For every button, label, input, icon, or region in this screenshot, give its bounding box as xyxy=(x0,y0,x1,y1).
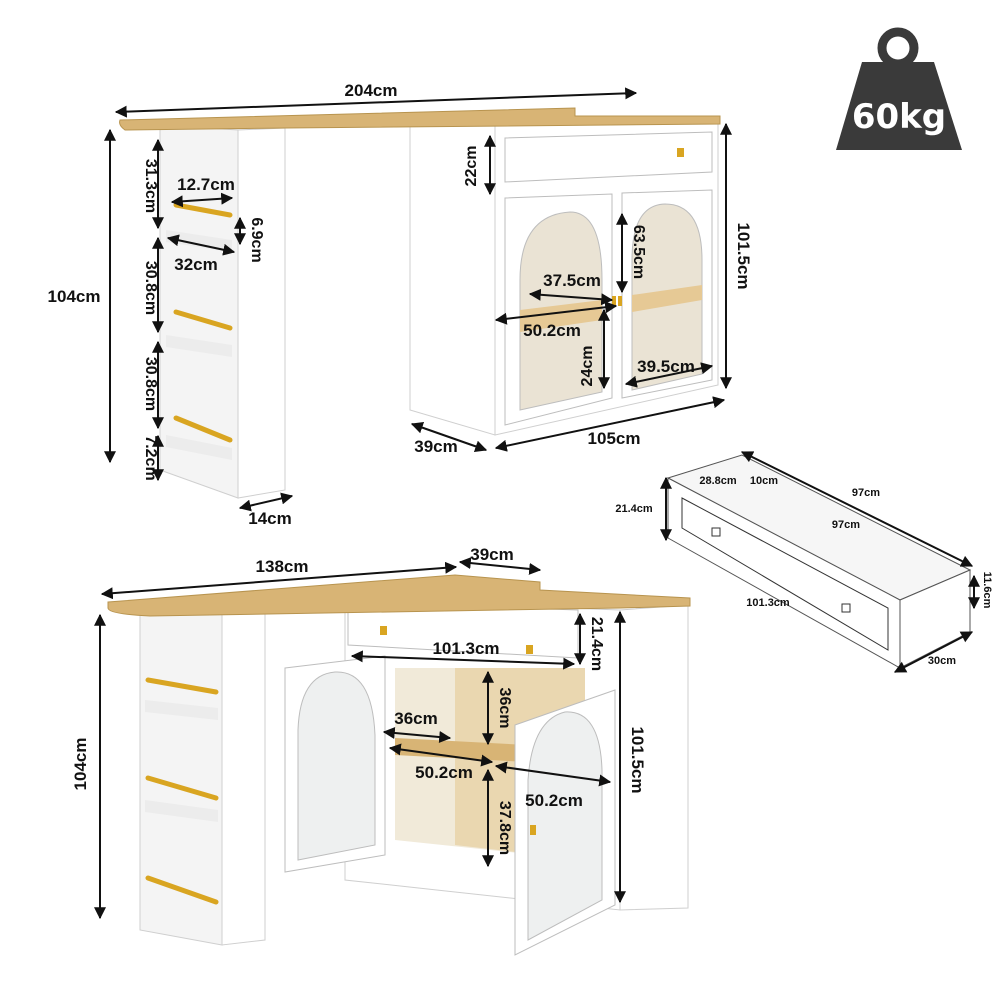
lower-height-label: 24cm xyxy=(579,346,596,387)
cabinet-depth-label: 39cm xyxy=(414,437,457,456)
drawer-front-length-label: 101.3cm xyxy=(746,597,790,609)
top-product-illustration xyxy=(119,107,721,499)
inner-width-label: 50.2cm xyxy=(523,321,581,340)
drawer-inner-depth-label: 28.8cm xyxy=(699,475,737,487)
weight-icon: 60kg xyxy=(836,27,962,150)
bottom-top-depth-label: 39cm xyxy=(470,545,513,564)
drawer-side-height-label: 11.6cm xyxy=(981,572,993,609)
shelf-gap-label: 6.9cm xyxy=(248,217,265,262)
shelf-3-height-label: 30.8cm xyxy=(142,357,159,411)
bottom-drawer-height-label: 21.4cm xyxy=(588,617,605,671)
bottom-cabinet-height-label: 101.5cm xyxy=(628,726,647,793)
weight-label: 60kg xyxy=(852,97,946,137)
top-height-label: 104cm xyxy=(48,287,101,306)
dimension-lines xyxy=(94,87,980,920)
door-width-label: 39.5cm xyxy=(637,357,695,376)
door-height-label: 63.5cm xyxy=(630,225,647,279)
bottom-inner-width-right-label: 50.2cm xyxy=(525,791,583,810)
drawer-depth-label: 30cm xyxy=(928,655,956,667)
drawer-inner-length-label: 97cm xyxy=(832,519,860,531)
bottom-drawer-width-label: 101.3cm xyxy=(432,639,499,658)
shelf-unit-depth-label: 14cm xyxy=(248,509,291,528)
shelf-1-height-label: 31.3cm xyxy=(142,159,159,213)
cabinet-height-label: 101.5cm xyxy=(734,222,753,289)
top-total-width-label: 204cm xyxy=(345,81,398,100)
shelf-depth-label: 12.7cm xyxy=(177,175,235,194)
drawer-height-label: 22cm xyxy=(463,146,480,187)
base-height-label: 7.2cm xyxy=(142,435,159,480)
drawer-outer-length-label: 97cm xyxy=(852,487,880,499)
bottom-upper-height-label: 36cm xyxy=(496,688,513,729)
bottom-top-length-label: 138cm xyxy=(256,557,309,576)
drawer-inner-side-label: 10cm xyxy=(750,475,778,487)
bottom-shelf-depth-label: 36cm xyxy=(394,709,437,728)
cabinet-width-label: 105cm xyxy=(588,429,641,448)
drawer-height-side-label: 21.4cm xyxy=(615,503,653,515)
inner-width-top-label: 37.5cm xyxy=(543,271,601,290)
bottom-inner-width-left-label: 50.2cm xyxy=(415,763,473,782)
shelf-width-label: 32cm xyxy=(174,255,217,274)
shelf-2-height-label: 30.8cm xyxy=(142,261,159,315)
bottom-height-label: 104cm xyxy=(71,738,90,791)
dimension-labels: 204cm 104cm 31.3cm 12.7cm 6.9cm 32cm 30.… xyxy=(48,81,993,855)
bottom-lower-height-label: 37.8cm xyxy=(496,801,513,855)
